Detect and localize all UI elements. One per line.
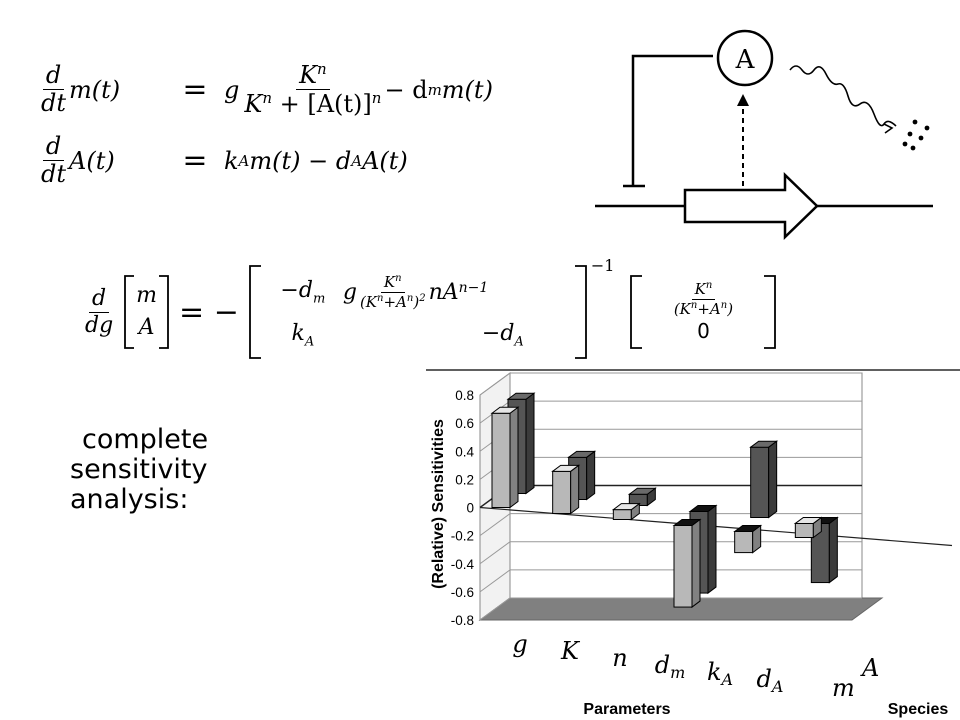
gene-regulation-diagram: A [595, 29, 933, 240]
species-label-a: A [860, 654, 879, 682]
rhs-right-bracket [764, 275, 777, 349]
ode-a-lhs: d dt A(t) [38, 132, 166, 189]
y-tick-label: -0.6 [451, 585, 474, 600]
x-tick-label: n [612, 644, 627, 672]
gridline [479, 569, 862, 593]
hill-fraction: Kn Kn + [A(t)]n [244, 60, 382, 119]
degradation-wave [789, 65, 897, 127]
x-tick-label: kA [707, 658, 733, 689]
bar-m-1 [551, 464, 581, 515]
protein-a-label: A [735, 45, 756, 75]
ode-a-function: A(t) [69, 146, 115, 175]
state-vector: m A [136, 283, 158, 340]
inverse-exponent: −1 [590, 256, 615, 275]
y-tick-label: -0.2 [451, 529, 474, 544]
y-tick-labels: 0.8 0.6 0.4 0.2 0 -0.2 -0.4 -0.6 -0.8 [451, 388, 475, 628]
y-tick-label: 0.6 [455, 416, 474, 431]
species-label-m: m [832, 674, 855, 702]
y-axis-title: (Relative) Sensitivities [430, 419, 447, 589]
gene-arrow [683, 172, 819, 240]
y-tick-label: -0.4 [451, 557, 475, 572]
d-dt-operator: d dt [41, 132, 67, 189]
sensitivity-caption: complete sensitivity analysis: [70, 425, 208, 515]
repression-line [631, 54, 713, 186]
ode-m-function: m(t) [69, 75, 121, 104]
equals-sign: = [182, 72, 208, 108]
bar-A-2 [627, 487, 657, 507]
x-tick-label: K [560, 637, 581, 665]
rhs-vector: Kn (Kn+An) 0 [673, 279, 734, 344]
degradation-arrowhead [883, 123, 894, 134]
caption-line-2: sensitivity [70, 454, 208, 485]
bar-m-3 [672, 518, 702, 609]
right-bracket [159, 275, 169, 349]
x-tick-label: dm [655, 651, 686, 682]
equals-minus: = − [179, 294, 239, 330]
bar-A-5 [809, 516, 839, 584]
equals-sign: = [182, 143, 208, 179]
d-dt-operator: d dt [41, 61, 67, 118]
y-tick-label: 0.2 [455, 472, 474, 487]
caption-line-3: analysis: [70, 484, 189, 515]
bar-m-4 [733, 524, 763, 554]
x-axis-title: Parameters [583, 701, 670, 718]
gridline [479, 372, 862, 396]
ode-m: d dt m(t) = g Kn Kn + [A(t)]n − d​mm(t) [38, 60, 493, 119]
caption-line-1: complete [82, 424, 209, 455]
jacobian-right-bracket [574, 265, 587, 359]
bar-m-5 [793, 516, 823, 539]
gridline [479, 513, 862, 537]
gain-symbol: g [224, 75, 240, 104]
jacobian-left-bracket [248, 265, 261, 359]
gridline [479, 597, 862, 621]
d-dg-operator: d dg [85, 286, 114, 338]
bar-m-2 [611, 502, 641, 521]
y-tick-label: -0.8 [451, 613, 474, 628]
degradation-products [902, 119, 930, 151]
bar-m-0 [490, 406, 520, 509]
ode-m-lhs: d dt m(t) [38, 61, 166, 118]
y-tick-label: 0 [466, 501, 474, 516]
left-bracket [124, 275, 135, 349]
translation-arrowhead [737, 94, 749, 106]
protein-a-node [716, 29, 774, 87]
x-tick-label: dA [757, 665, 784, 696]
bar-A-4 [749, 440, 779, 519]
chart-bars [490, 392, 839, 609]
species-axis-title: Species [888, 701, 949, 718]
x-tick-label: g [512, 630, 527, 658]
rhs-left-bracket [630, 275, 643, 349]
y-tick-label: 0.4 [455, 444, 474, 459]
y-tick-label: 0.8 [455, 388, 474, 403]
